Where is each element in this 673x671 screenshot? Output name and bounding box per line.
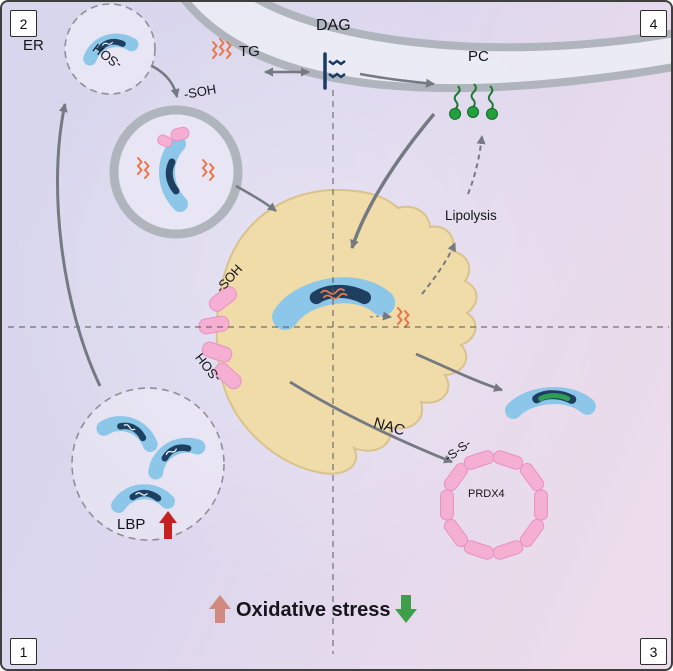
prdx4-cap	[157, 134, 173, 148]
lipolysis-label: Lipolysis	[445, 208, 497, 223]
arrow-lbp-er	[56, 103, 102, 387]
crosshair	[8, 90, 669, 654]
arrow-protein-lipid	[369, 311, 392, 321]
prdx4-label: PRDX4	[468, 488, 505, 500]
lbp-protein	[148, 437, 206, 480]
lipid-droplet	[215, 188, 478, 475]
arrow-droplet-protein	[415, 352, 503, 392]
lbp-protein	[111, 484, 175, 513]
arrow-er-vesicle	[151, 64, 180, 98]
oxidative-stress-label: Oxidative stress	[236, 599, 391, 621]
lbp-up-arrow	[159, 511, 177, 539]
panel-number-top-right: 4	[640, 10, 667, 37]
arrow-lipolysis-lower	[421, 242, 456, 295]
redox-vesicle-ring	[109, 105, 243, 239]
stress-down-arrow	[395, 595, 417, 623]
panel-number-top-left: 2	[10, 10, 37, 37]
pink-petals	[198, 286, 242, 390]
lbp-cluster	[71, 387, 225, 541]
panel-number-bottom-right: 3	[640, 638, 667, 665]
reduced-protein	[504, 387, 596, 419]
tg-icon	[212, 38, 232, 59]
arrow-nac-prdx4	[289, 380, 453, 464]
prdx4-cap	[170, 126, 190, 142]
arrow-dag-pc	[359, 72, 435, 88]
vesicle-protein	[137, 126, 215, 212]
lbp-circle	[71, 387, 225, 541]
tg-label: TG	[239, 43, 260, 60]
er-protein	[83, 33, 139, 66]
er-vesicle-circle	[64, 3, 156, 95]
arrows	[56, 64, 503, 464]
arrow-lipolysis-upper	[467, 135, 486, 195]
arrow-vesicle-droplet	[235, 184, 277, 212]
er-vesicle	[64, 3, 156, 95]
panel-number-bottom-left: 1	[10, 638, 37, 665]
lbp-protein	[96, 416, 158, 452]
lbp-label: LBP	[117, 516, 146, 533]
membrane-inner-line	[181, 2, 671, 93]
dag-label: DAG	[316, 17, 351, 34]
pc-icon	[449, 83, 498, 120]
prdx4-ring	[440, 450, 548, 560]
pc-label: PC	[468, 48, 489, 65]
er-label: ER	[23, 37, 44, 54]
stress-up-arrow	[209, 595, 231, 623]
redox-vesicle	[109, 105, 243, 239]
dag-icon	[323, 52, 346, 90]
arrow-membrane-droplet	[350, 112, 436, 249]
lipid-droplet-group	[198, 188, 478, 475]
membrane-outer-line	[254, 2, 671, 52]
plasma-membrane-band	[181, 2, 671, 93]
